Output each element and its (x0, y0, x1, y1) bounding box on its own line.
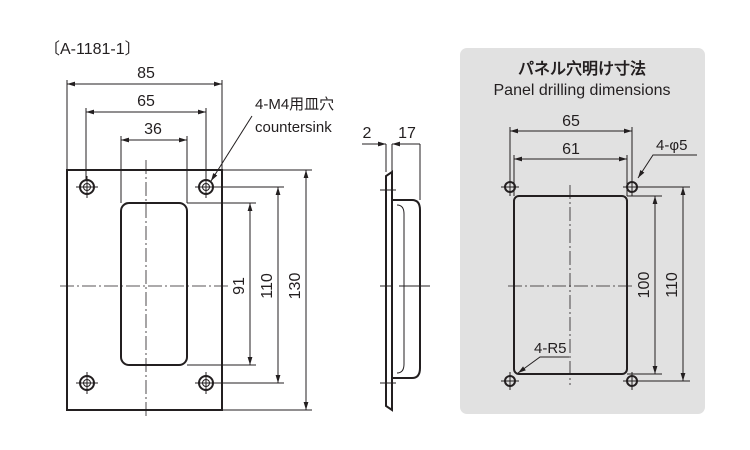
panel-title-jp: パネル穴明け寸法 (518, 59, 646, 78)
dim-110: 110 (259, 273, 276, 299)
panel-cutout (513, 195, 628, 375)
hole-note-en: countersink (255, 119, 332, 136)
hole-note-jp: 4-M4用皿穴 (255, 96, 334, 113)
panel-dim-100: 100 (636, 272, 653, 299)
countersink-holes (76, 176, 217, 394)
dim-36: 36 (144, 121, 162, 138)
panel-dim-61: 61 (562, 141, 580, 158)
grip-slot (120, 202, 188, 366)
panel-dim-110: 110 (664, 272, 681, 298)
dim-91: 91 (231, 277, 248, 295)
dim-85: 85 (137, 65, 155, 82)
dim-17: 17 (398, 125, 416, 142)
panel-drilling-box: パネル穴明け寸法 Panel drilling dimensions 65 61… (460, 48, 705, 414)
corner-radius-note: 4-R5 (534, 340, 567, 357)
panel-background (460, 48, 705, 414)
dim-2: 2 (363, 125, 372, 142)
panel-title-en: Panel drilling dimensions (494, 82, 671, 99)
model-number: 〔A-1181-1〕 (44, 40, 141, 58)
side-view: 2 17 (362, 125, 430, 412)
panel-dim-65: 65 (562, 113, 580, 130)
plate-outline (66, 169, 223, 411)
dim-65: 65 (137, 93, 155, 110)
front-view: 85 65 36 91 110 130 4-M4用皿穴 countersink (60, 65, 334, 418)
hole-diameter-note: 4-φ5 (656, 137, 687, 154)
dim-130: 130 (287, 273, 304, 300)
